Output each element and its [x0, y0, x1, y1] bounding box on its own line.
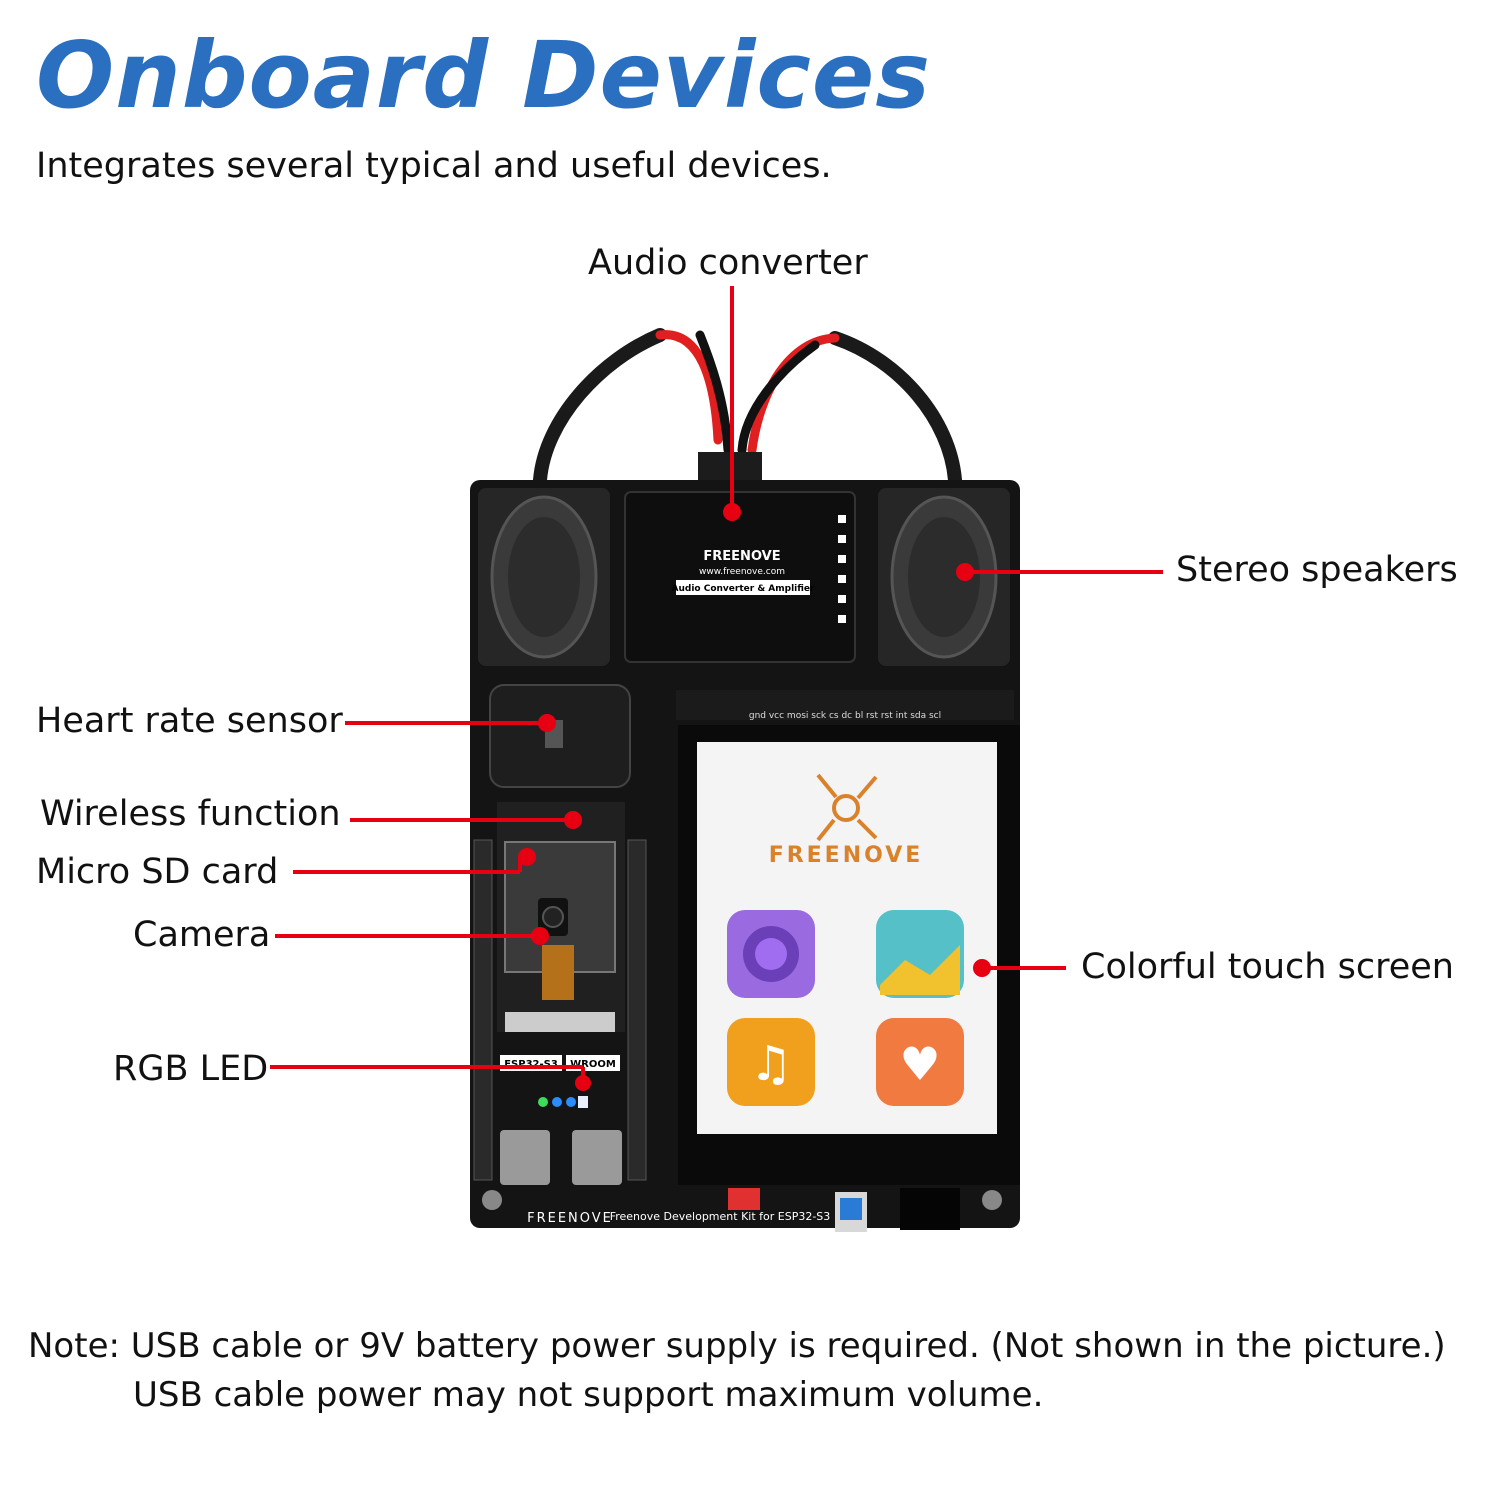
callout-wireless-function: Wireless function: [40, 794, 341, 834]
page-title: Onboard Devices: [36, 22, 932, 129]
callout-audio-converter: Audio converter: [588, 243, 868, 283]
usb-c-port-right: [572, 1130, 622, 1185]
heart-app-icon: [876, 1018, 964, 1106]
heart-rate-module: [489, 684, 631, 788]
audio-module-url: www.freenove.com: [699, 567, 785, 577]
svg-text:♥: ♥: [899, 1037, 940, 1091]
callout-micro-sd-card: Micro SD card: [36, 852, 279, 892]
bottom-brand: FREENOVE: [527, 1211, 613, 1226]
audio-module-brand: FREENOVE: [703, 549, 780, 564]
screen-header-pins: gnd vcc mosi sck cs dc bl rst rst int sd…: [749, 711, 941, 721]
power-switch: [728, 1188, 760, 1210]
audio-module: FREENOVE www.freenove.com Audio Converte…: [624, 491, 856, 663]
esp-module: ESP32-S3 WROOM: [497, 802, 625, 1185]
audio-module-name: Audio Converter & Amplifier: [672, 584, 816, 594]
screw-left: [482, 1190, 502, 1210]
callout-camera: Camera: [133, 915, 271, 955]
page-subtitle: Integrates several typical and useful de…: [36, 146, 832, 186]
music-app-icon: [727, 1018, 815, 1106]
callout-heart-rate-sensor: Heart rate sensor: [36, 701, 343, 741]
esp-label-left: ESP32-S3: [504, 1059, 558, 1070]
usb-c-port-left: [500, 1130, 550, 1185]
left-speaker: [478, 488, 610, 666]
screw-right: [982, 1190, 1002, 1210]
battery-jack: [900, 1188, 960, 1230]
esp-label-right: WROOM: [570, 1059, 616, 1070]
touch-screen: FREENOVE ♫ ♥: [678, 725, 1020, 1185]
right-speaker: [878, 488, 1010, 666]
svg-text:♫: ♫: [749, 1036, 792, 1092]
bottom-kit: Freenove Development Kit for ESP32-S3: [610, 1210, 831, 1223]
screen-logo: FREENOVE: [769, 843, 924, 868]
callout-colorful-touch-screen: Colorful touch screen: [1081, 947, 1454, 987]
screen-header-strip: [676, 690, 1014, 720]
note-line-2: USB cable power may not support maximum …: [133, 1375, 1044, 1415]
callout-rgb-led: RGB LED: [113, 1049, 269, 1089]
callout-stereo-speakers: Stereo speakers: [1176, 550, 1458, 590]
speaker-cables: [533, 328, 962, 487]
note-line-1: Note: USB cable or 9V battery power supp…: [28, 1326, 1446, 1366]
